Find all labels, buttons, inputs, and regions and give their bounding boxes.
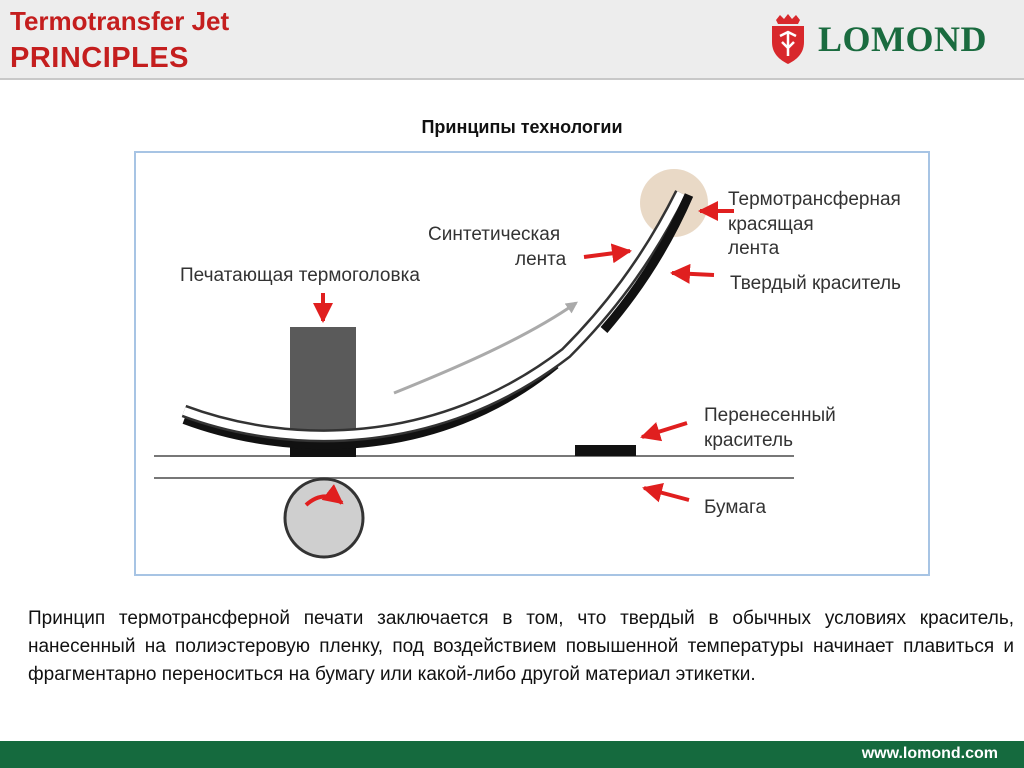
- label-thermal-ribbon-1: Термотрансферная: [728, 189, 901, 210]
- ribbon-motion-arrow: [393, 301, 578, 395]
- shield-crown-icon: [772, 14, 804, 64]
- platen-roller: [283, 477, 365, 559]
- header-divider: [0, 78, 1024, 80]
- label-synthetic-ribbon-2: лента: [515, 249, 567, 270]
- roller-rotation-arrow: [304, 484, 344, 507]
- label-synthetic-ribbon-1: Синтетическая: [428, 224, 560, 245]
- website-link[interactable]: www.lomond.com: [861, 745, 998, 762]
- title-line-1: Termotransfer Jet: [10, 6, 230, 36]
- paper-arrow: [642, 482, 690, 503]
- solid-dye-arrow: [670, 263, 715, 284]
- footer-bar: www.lomond.com: [0, 741, 1024, 768]
- label-transferred-dye-2: краситель: [704, 430, 793, 451]
- label-transferred-dye-1: Перенесенный: [704, 405, 836, 426]
- synthetic-ribbon-arrow: [583, 243, 632, 264]
- label-print-head: Печатающая термоголовка: [180, 265, 420, 286]
- title-line-2: PRINCIPLES: [10, 42, 190, 74]
- label-thermal-ribbon-2: красящая: [728, 214, 814, 235]
- synthetic-ribbon-inner: [182, 191, 685, 440]
- logo-text: LOMOND: [818, 19, 987, 59]
- description-paragraph: Принцип термотрансферной печати заключае…: [28, 608, 1014, 685]
- header-bar: [0, 0, 1024, 78]
- solid-dye-layer: [600, 193, 694, 333]
- transferred-dye-arrow: [640, 421, 688, 442]
- thermal-transfer-diagram: Печатающая термоголовка Синтетическая ле…: [134, 151, 930, 576]
- diagram-subtitle: Принципы технологии: [421, 117, 623, 137]
- label-thermal-ribbon-3: лента: [728, 238, 780, 259]
- lomond-logo[interactable]: LOMOND: [766, 12, 1006, 66]
- transferred-dye-block: [575, 445, 636, 456]
- print-head-contact: [290, 447, 356, 457]
- diagram-drawing: Печатающая термоголовка Синтетическая ле…: [154, 169, 901, 559]
- label-paper: Бумага: [704, 497, 766, 518]
- ribbon-dye-layer: [182, 361, 559, 450]
- label-solid-dye: Твердый краситель: [730, 273, 901, 294]
